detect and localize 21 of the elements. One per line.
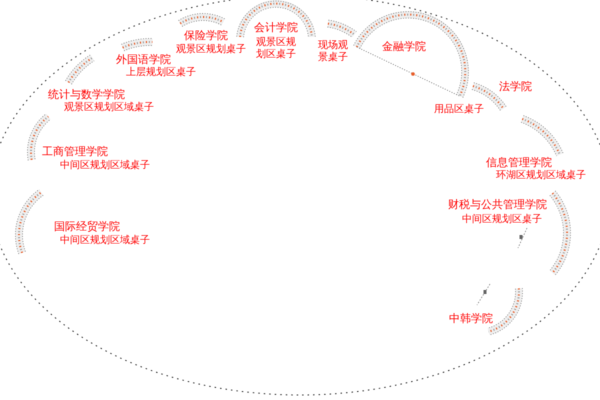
college-name: 财税与公共管理学院	[448, 198, 547, 212]
area-note: 现场观景桌子	[318, 40, 349, 64]
college-name: 工商管理学院	[42, 145, 108, 158]
college-name: 国际经贸学院	[54, 220, 120, 234]
college-name: 中韩学院	[449, 312, 493, 326]
area-note: 用品区桌子	[434, 104, 484, 116]
area-note: 中间区规划区桌子	[462, 214, 542, 226]
college-name: 外国语学院	[116, 53, 171, 66]
area-note: 观景区规划区桌子	[256, 37, 297, 61]
college-name: 会计学院	[254, 21, 298, 34]
area-note: 中间区规划区域桌子	[60, 235, 150, 247]
college-name: 金融学院	[382, 40, 426, 54]
college-name: 统计与数学学院	[48, 88, 125, 102]
area-note: 环湖区规划区域桌子	[496, 170, 586, 182]
area-note: 观景区规划区域桌子	[64, 102, 154, 114]
area-note: 上层规划区桌子	[126, 67, 196, 79]
college-name: 法学院	[499, 80, 532, 94]
area-note: 中间区规划区域桌子	[60, 160, 150, 172]
college-name: 信息管理学院	[486, 156, 552, 170]
college-name: 保险学院	[184, 29, 228, 42]
area-note: 观景区规划桌子	[176, 44, 246, 56]
